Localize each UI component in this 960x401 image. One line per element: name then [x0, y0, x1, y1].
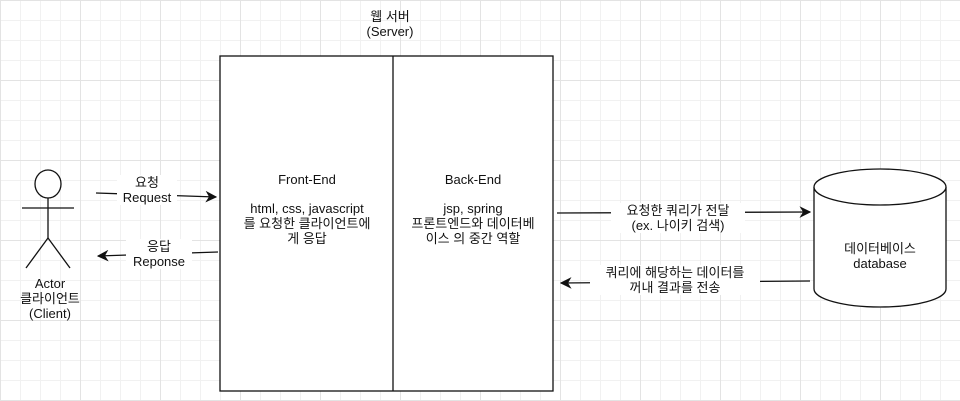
database-cylinder[interactable]	[813, 168, 947, 308]
database-label-ko: 데이터베이스	[844, 241, 916, 256]
frontend-desc-line1: html, css, javascript	[250, 201, 364, 216]
backend-desc-line3: 이스 의 중간 역할	[425, 231, 521, 246]
actor-label: Actor 클라이언트 (Client)	[8, 276, 92, 321]
server-title-en: (Server)	[366, 24, 414, 39]
query-label-line1: 요청한 쿼리가 전달	[626, 203, 730, 218]
query-label: 요청한 쿼리가 전달 (ex. 나이키 검색)	[611, 203, 745, 233]
database-top	[813, 168, 947, 206]
actor-name: Actor	[34, 276, 66, 291]
actor-figure[interactable]	[22, 169, 74, 269]
request-label: 요청 Request	[117, 175, 177, 205]
server-box[interactable]	[219, 55, 554, 392]
backend-title: Back-End	[444, 172, 502, 187]
request-label-en: Request	[122, 190, 172, 205]
actor-label-ko: 클라이언트	[20, 291, 80, 306]
frontend-desc-line2: 를 요청한 클라이언트에	[243, 216, 371, 231]
frontend-desc-line3: 게 응답	[287, 231, 327, 246]
response-label-ko: 응답	[147, 239, 171, 254]
backend-panel[interactable]: Back-End jsp, spring 프론트엔드와 데이터베 이스 의 중간…	[394, 172, 552, 246]
actor-right-leg	[47, 237, 71, 269]
server-title: 웹 서버 (Server)	[340, 9, 440, 39]
backend-desc-line2: 프론트엔드와 데이터베	[411, 216, 535, 231]
server-title-ko: 웹 서버	[370, 9, 410, 24]
database-label-en: database	[853, 256, 907, 271]
backend-desc-line1: jsp, spring	[443, 201, 503, 216]
actor-label-en: (Client)	[29, 306, 71, 321]
result-label-line1: 쿼리에 해당하는 데이터를	[605, 265, 745, 280]
query-label-line2: (ex. 나이키 검색)	[631, 218, 725, 233]
request-label-ko: 요청	[135, 175, 159, 190]
actor-head	[34, 169, 62, 199]
database-label: 데이터베이스 database	[820, 241, 940, 271]
response-label: 응답 Reponse	[126, 239, 192, 269]
database-body	[813, 187, 947, 308]
result-label: 쿼리에 해당하는 데이터를 꺼내 결과를 전송	[590, 265, 760, 295]
result-label-line2: 꺼내 결과를 전송	[629, 280, 721, 295]
frontend-title: Front-End	[278, 172, 336, 187]
response-label-en: Reponse	[132, 254, 186, 269]
actor-left-leg	[25, 237, 49, 269]
frontend-panel[interactable]: Front-End html, css, javascript 를 요청한 클라…	[222, 172, 392, 246]
